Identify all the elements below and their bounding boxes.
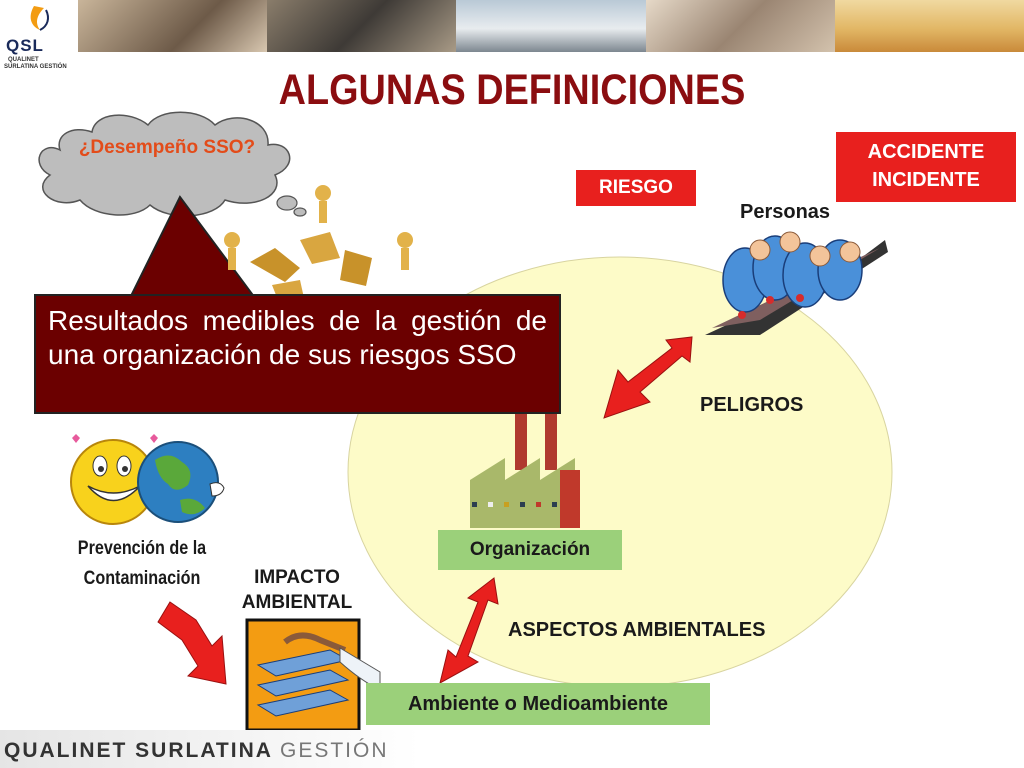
accidente-incidente-box: ACCIDENTE INCIDENTE xyxy=(836,132,1016,202)
footer-brand: QUALINET SURLATINA GESTIÓN xyxy=(4,739,389,763)
aspectos-ambientales-label: ASPECTOS AMBIENTALES xyxy=(508,619,766,641)
workers-icon xyxy=(705,231,888,335)
page-title: ALGUNAS DEFINICIONES xyxy=(278,66,746,114)
impacto-line-1: IMPACTO xyxy=(254,567,340,588)
prevencion-line-1: Prevención de la xyxy=(77,538,207,559)
impacto-line-2: AMBIENTAL xyxy=(241,592,353,613)
logo-subtitle-1: QUALINET xyxy=(8,57,39,63)
teamwork-figures-icon xyxy=(224,185,413,300)
prevencion-contaminacion-label: Prevención de la Contaminación xyxy=(64,534,220,594)
double-arrow-aspectos xyxy=(439,577,499,684)
logo-subtitle-2: SURLATINA GESTIÓN xyxy=(4,64,67,70)
header-photo-airplane xyxy=(456,0,646,52)
globe-icon xyxy=(137,441,225,523)
header-photo-runway xyxy=(834,0,1024,52)
footer-brand-light: GESTIÓN xyxy=(280,739,389,762)
cloud-question-text: ¿Desempeño SSO? xyxy=(78,137,256,158)
footer-brand-bold: QUALINET SURLATINA xyxy=(4,739,273,762)
riesgo-label: RIESGO xyxy=(576,170,696,206)
header-photo-strip xyxy=(78,0,1024,52)
header-photo-business xyxy=(267,0,457,52)
double-arrow-peligros xyxy=(603,336,693,419)
definition-text: Resultados medibles de la gestión de una… xyxy=(48,305,547,370)
ambiente-label: Ambiente o Medioambiente xyxy=(366,683,710,725)
accidente-label: ACCIDENTE xyxy=(867,141,985,163)
peligros-label: PELIGROS xyxy=(700,394,804,416)
prevencion-line-2: Contaminación xyxy=(83,568,201,589)
layers-hand-icon xyxy=(245,618,381,732)
impacto-ambiental-label: IMPACTO AMBIENTAL xyxy=(222,565,372,615)
definition-box: Resultados medibles de la gestión de una… xyxy=(34,294,561,414)
logo-text: QSL xyxy=(6,36,44,55)
qsl-logo-icon xyxy=(30,6,49,31)
header-photo-presentation xyxy=(78,0,268,52)
arrow-prevencion xyxy=(157,601,227,685)
organizacion-label: Organización xyxy=(438,530,622,570)
personas-label: Personas xyxy=(740,201,831,223)
thought-cloud-icon xyxy=(38,111,307,217)
incidente-label: INCIDENTE xyxy=(872,169,980,191)
footer-band xyxy=(0,730,420,768)
header-photo-people xyxy=(645,0,835,52)
